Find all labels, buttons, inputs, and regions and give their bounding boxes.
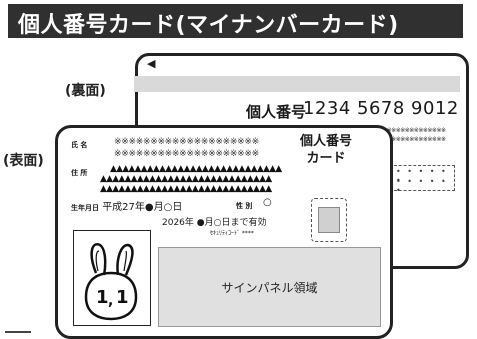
page-title: 個人番号カード(マイナンバーカード) (18, 13, 399, 38)
divider-line (5, 331, 31, 333)
photo-area: 1 , 1 (73, 230, 151, 326)
gender-value: ○ (263, 197, 272, 208)
expiry-date: 2026年 ●月○日まで有効 (162, 218, 267, 228)
gender-label: 性 別 (236, 202, 253, 210)
title-banner (8, 4, 463, 38)
signature-panel-label: サインパネル領域 (221, 280, 318, 295)
name-label: 氏 名 (71, 141, 88, 149)
ic-chip-area (311, 198, 347, 242)
qr-area: • • • • • • • • • • • • (389, 165, 455, 195)
direction-arrow-icon: ◀ (147, 57, 156, 70)
security-code: ｾｷｭﾘﾃｨｺｰﾄﾞ **** (210, 230, 254, 237)
card-title: 個人番号 カード (300, 133, 352, 167)
card-title-line-1: 個人番号 (300, 134, 353, 149)
signature-panel: サインパネル領域 (158, 247, 381, 327)
address-masked-row-3: ▲▲▲▲▲▲▲▲▲▲▲▲▲▲▲▲▲▲▲▲▲▲▲▲▲▲▲▲ (100, 184, 272, 194)
address-masked-row-1: ▲▲▲▲▲▲▲▲▲▲▲▲▲▲▲▲▲▲▲▲▲▲▲▲▲▲▲▲ (110, 164, 282, 174)
magnetic-stripe (134, 76, 460, 92)
front-side-label: (表面) (3, 153, 44, 169)
birth-value: 平成27年●月○日 (102, 202, 183, 213)
back-masked-row-1: ※※※※※※※※※※※※※※※※※※ (364, 127, 446, 134)
svg-text:,: , (108, 293, 113, 309)
svg-text:1: 1 (116, 287, 129, 308)
name-masked-row-1: ※※※※※※※※※※※※※※※※※※※※ (114, 137, 259, 147)
birth-row: 生年月日 平成27年●月○日 (71, 198, 182, 213)
address-label: 住 所 (71, 169, 88, 177)
back-side-label: (裏面) (65, 83, 106, 99)
rabbit-mascot-icon: 1 , 1 (84, 243, 138, 321)
my-number-label: 個人番号 (246, 103, 307, 121)
back-masked-row-2: ※※※※※※※※※※※※※※※※※※ (364, 136, 446, 143)
name-masked-row-2: ※※※※※※※※※※※※※※※※※※※※ (114, 149, 259, 159)
ic-chip-icon (318, 207, 340, 233)
card-title-line-2: カード (306, 151, 346, 166)
my-number-value: 1234 5678 9012 (303, 98, 459, 119)
address-masked-row-2: ▲▲▲▲▲▲▲▲▲▲▲▲▲▲▲▲▲▲▲▲▲▲▲▲▲▲▲▲ (100, 174, 272, 184)
svg-text:1: 1 (96, 287, 109, 308)
birth-label: 生年月日 (71, 204, 99, 212)
